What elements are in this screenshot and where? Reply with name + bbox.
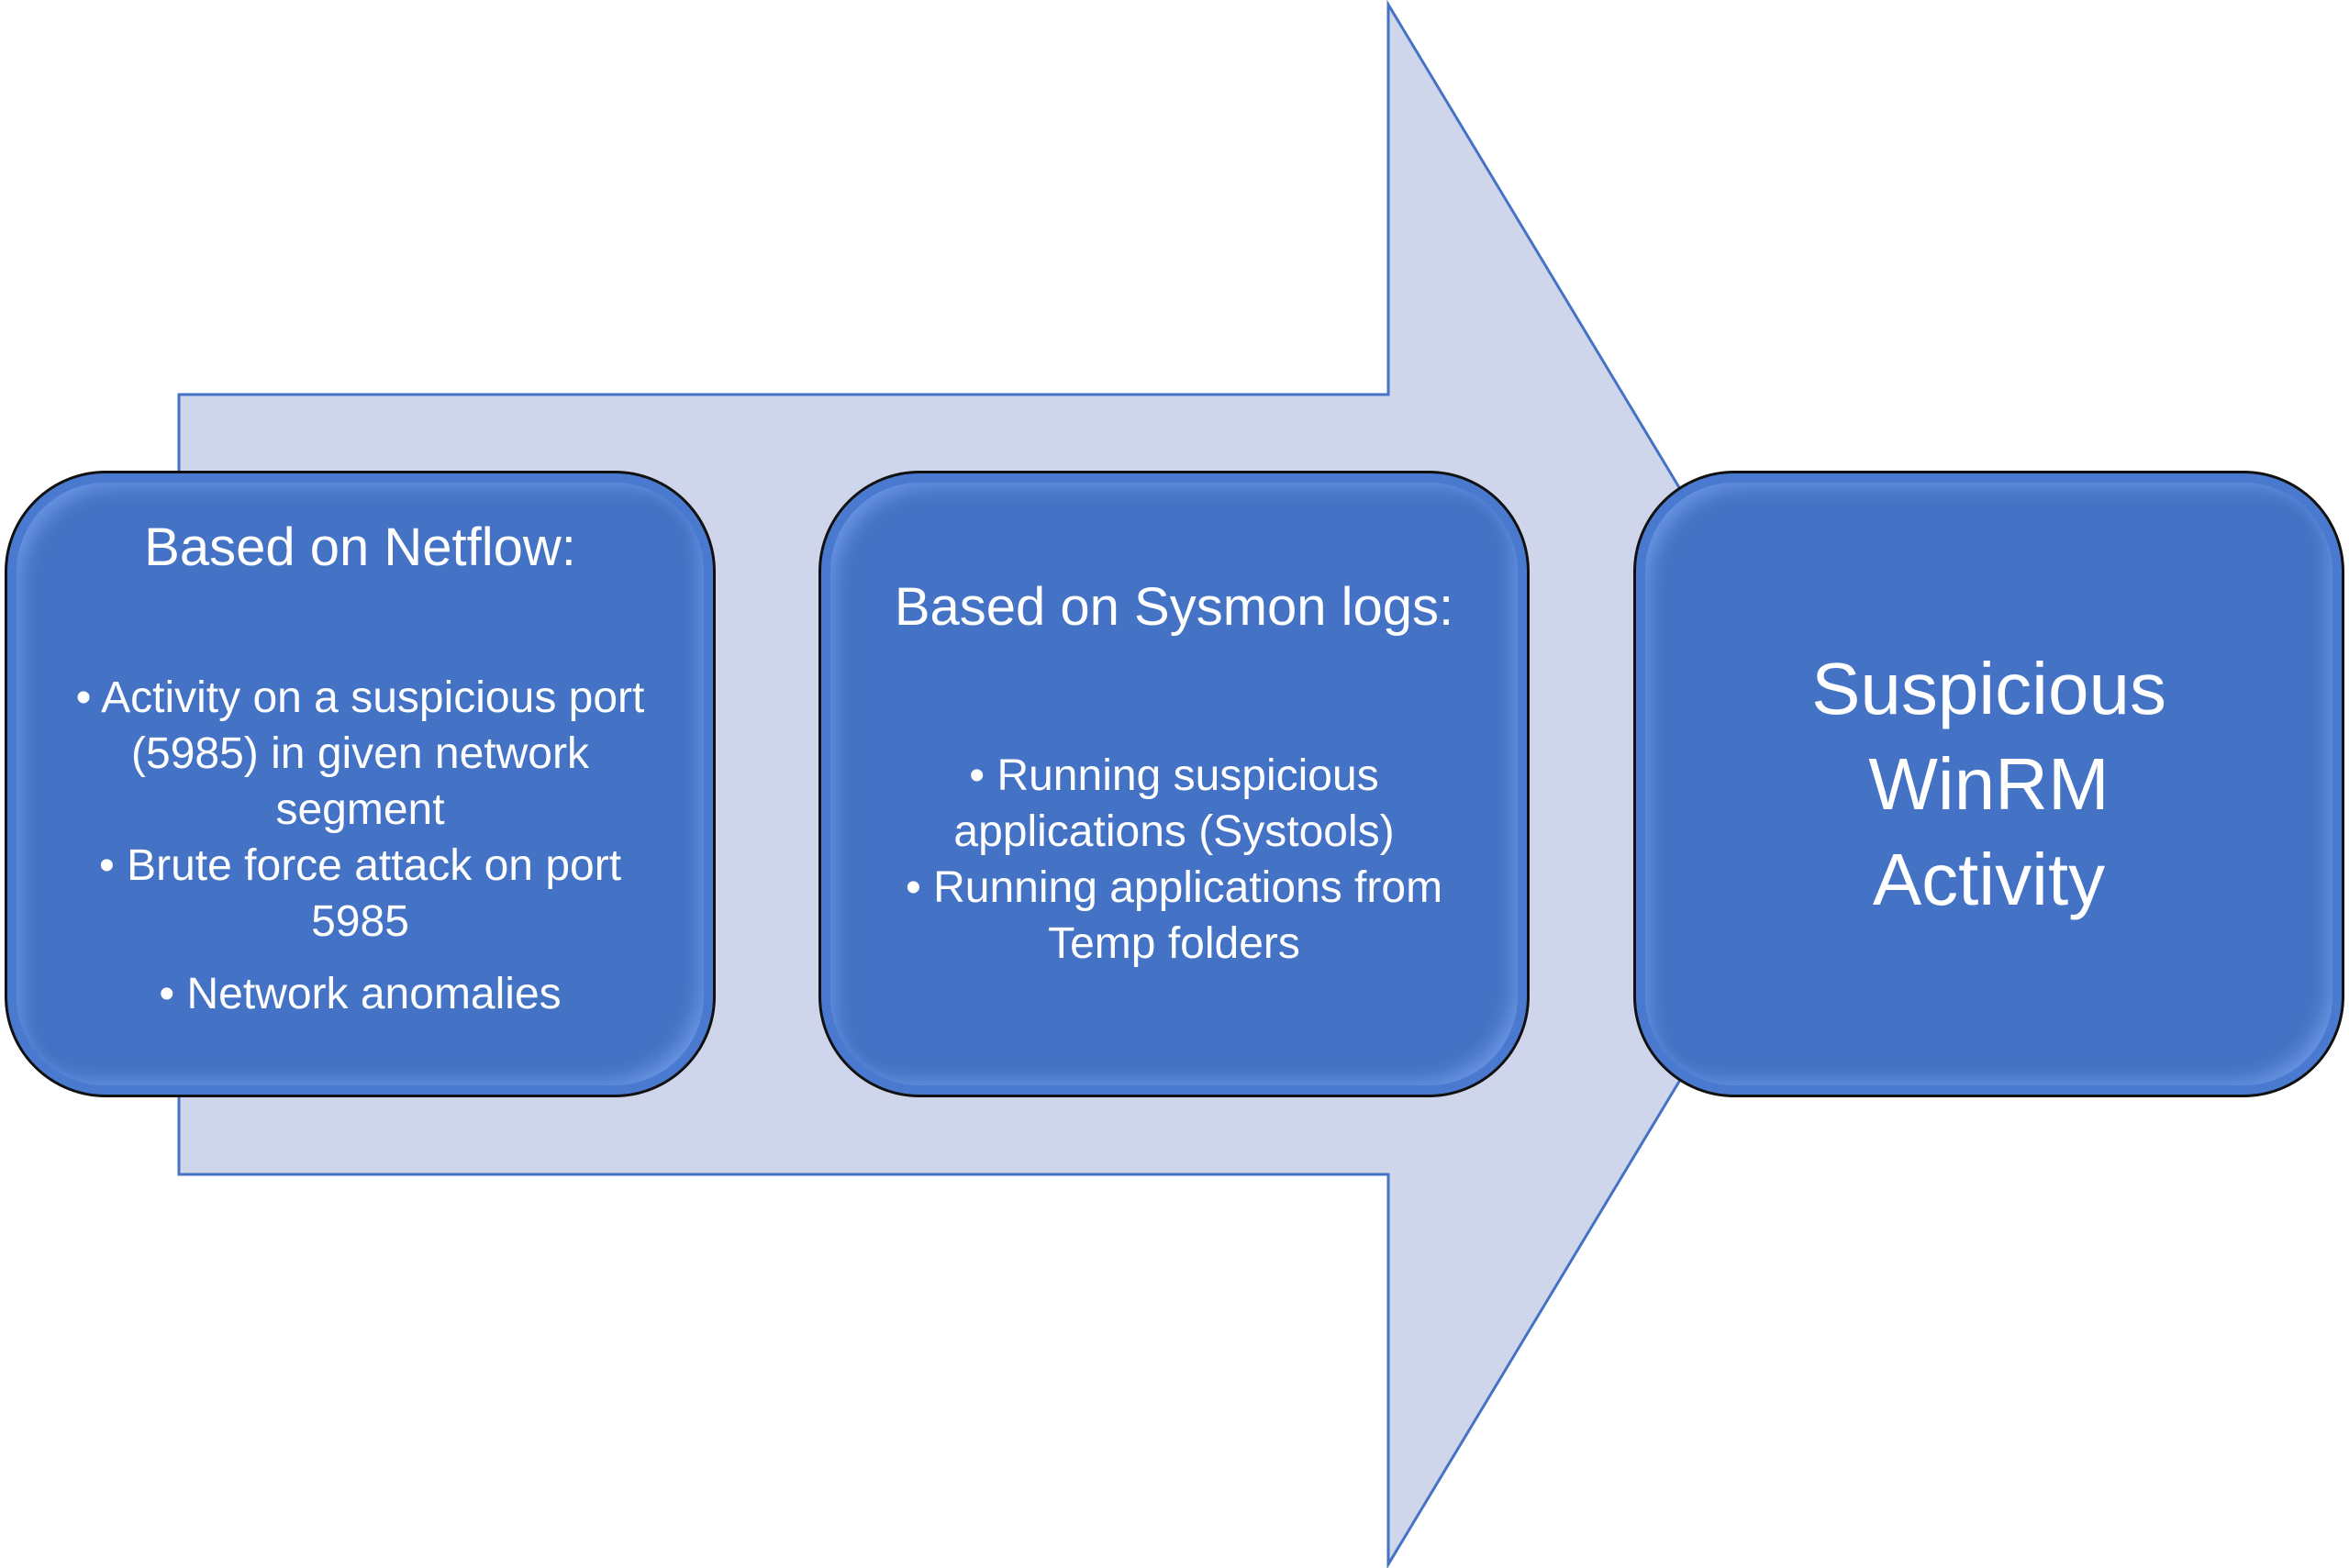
netflow-bullet-anomalies: • Network anomalies <box>159 969 562 1018</box>
netflow-bullet-port-activity: • Activity on a suspicious port (5985) i… <box>75 673 645 834</box>
sysmon-box: Based on Sysmon logs: • Running suspicio… <box>818 471 1530 1097</box>
sysmon-bullets: • Running suspicious applications (Systo… <box>821 749 1527 973</box>
netflow-box: Based on Netflow: • Activity on a suspic… <box>5 471 716 1097</box>
result-box: Suspicious WinRM Activity <box>1633 471 2344 1097</box>
netflow-bullets: • Activity on a suspicious port (5985) i… <box>7 671 713 1023</box>
sysmon-title: Based on Sysmon logs: <box>894 577 1454 638</box>
sysmon-bullet-temp-folders: • Running applications from Temp folders <box>905 862 1443 968</box>
result-title: Suspicious WinRM Activity <box>1811 647 2166 920</box>
sysmon-bullet-systools: • Running suspicious applications (Systo… <box>953 751 1395 856</box>
netflow-title: Based on Netflow: <box>144 517 576 578</box>
netflow-bullet-brute-force: • Brute force attack on port 5985 <box>98 840 622 946</box>
